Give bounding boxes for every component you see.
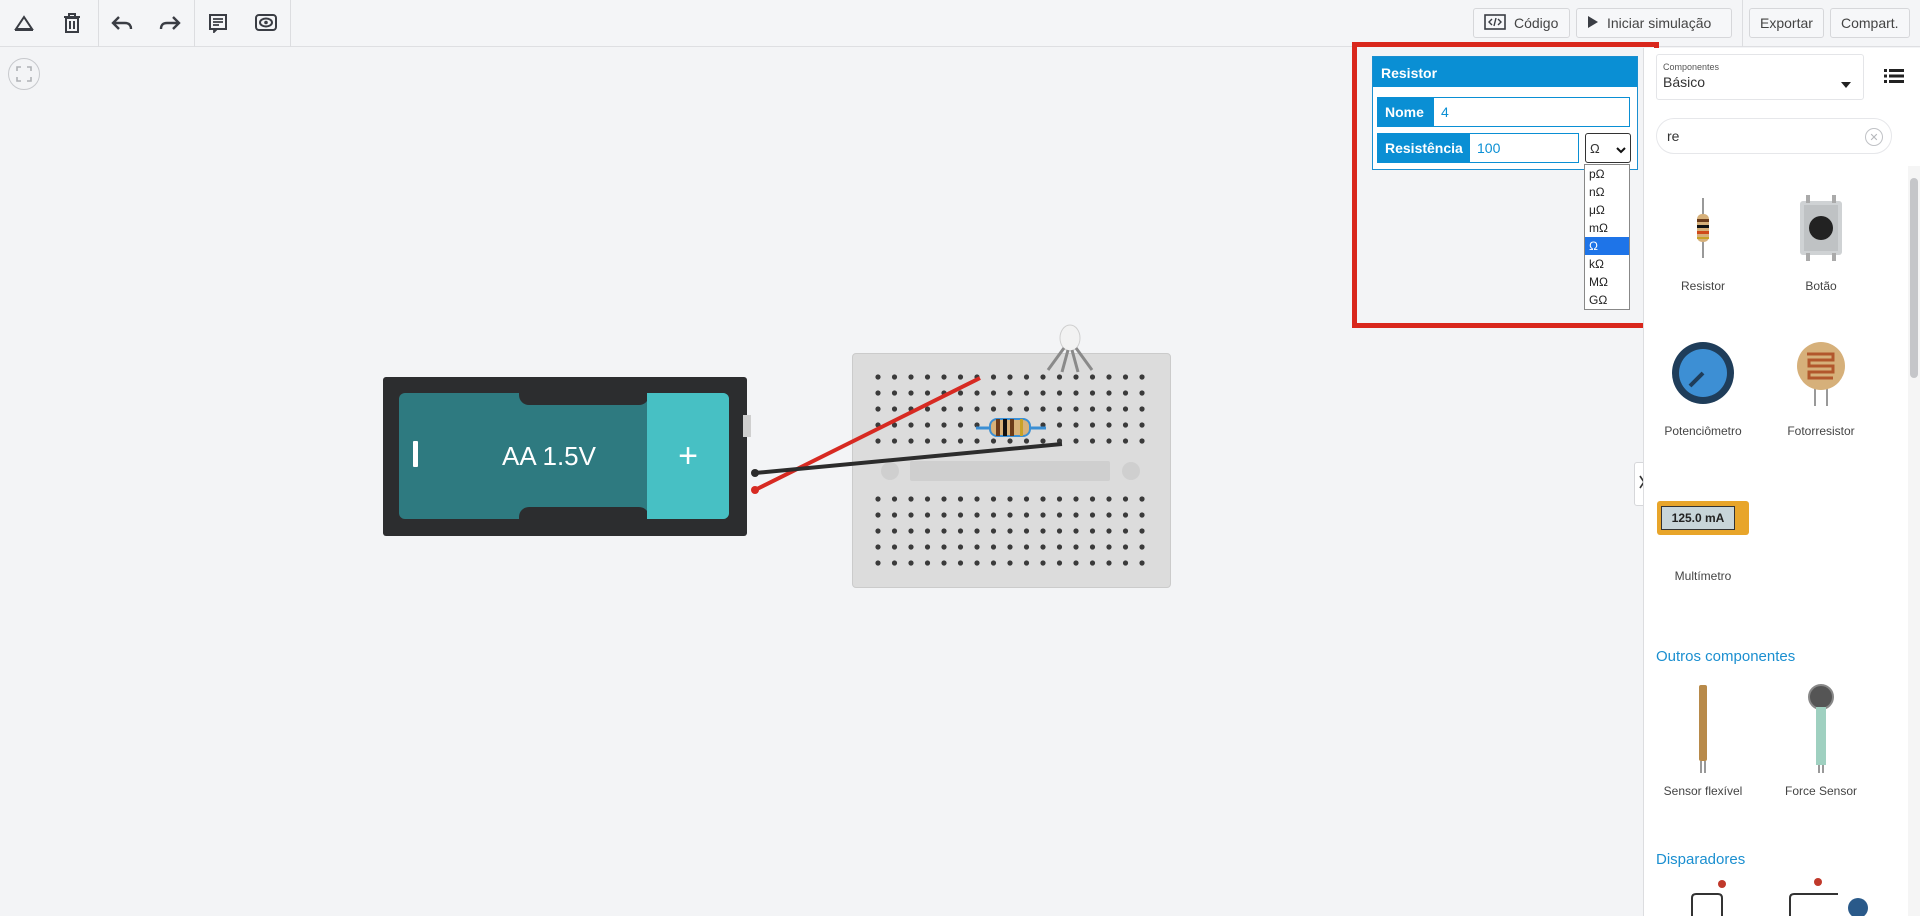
component-label: Fotorresistor (1787, 424, 1855, 438)
battery-notch (519, 507, 649, 519)
component-label: Sensor flexível (1663, 784, 1743, 798)
unit-option[interactable]: GΩ (1589, 293, 1608, 307)
notes-icon[interactable] (202, 8, 234, 38)
export-button[interactable]: Exportar (1749, 8, 1824, 38)
fit-view-icon[interactable] (8, 58, 40, 90)
circuit-canvas[interactable] (0, 48, 1643, 916)
toolbar-divider (290, 0, 291, 47)
visibility-icon[interactable] (250, 8, 282, 38)
name-label: Nome (1377, 97, 1433, 127)
pushbutton-icon (1766, 183, 1876, 273)
components-sidebar: Componentes Básico re ✕ Resistor Botão P… (1643, 48, 1920, 916)
breadboard[interactable] (852, 353, 1171, 588)
sidebar-scrollbar[interactable] (1908, 166, 1920, 916)
battery-body: AA 1.5V + (399, 393, 729, 519)
component-label: Multímetro (1674, 569, 1732, 583)
breadboard-holes (875, 374, 1145, 566)
component-force-sensor[interactable]: Force Sensor (1766, 678, 1876, 798)
share-button[interactable]: Compart. (1830, 8, 1910, 38)
trash-icon[interactable] (56, 8, 88, 38)
play-icon (1587, 15, 1599, 32)
scroll-thumb[interactable] (1910, 178, 1918, 378)
component-resistor[interactable]: Resistor (1648, 183, 1758, 293)
multimeter-display: 125.0 mA (1661, 506, 1735, 530)
unit-option[interactable]: MΩ (1589, 275, 1608, 289)
chevron-down-icon (1616, 142, 1626, 157)
component-flex-sensor[interactable]: Sensor flexível (1648, 678, 1758, 798)
list-view-icon[interactable] (1880, 62, 1908, 90)
resistance-input[interactable]: 100 (1469, 133, 1579, 163)
component-label: Resistor (1680, 279, 1725, 293)
components-category-select[interactable]: Componentes Básico (1656, 54, 1864, 100)
share-label: Compart. (1841, 15, 1899, 31)
multimeter-icon: 125.0 mA (1648, 473, 1758, 563)
toolbar-divider (98, 0, 99, 47)
code-button[interactable]: Código (1473, 8, 1570, 38)
category-caption: Componentes (1663, 62, 1720, 72)
redo-icon[interactable] (154, 8, 186, 38)
start-simulation-button[interactable]: Iniciar simulação (1576, 8, 1732, 38)
component-multimeter[interactable]: 125.0 mA Multímetro (1648, 473, 1758, 583)
name-input[interactable]: 4 (1433, 97, 1630, 127)
toolbar-divider (1742, 0, 1743, 47)
force-sensor-icon (1766, 678, 1876, 778)
clear-search-icon[interactable]: ✕ (1865, 128, 1883, 146)
code-icon (1484, 13, 1506, 33)
battery-label: AA 1.5V (502, 440, 596, 471)
led[interactable] (1046, 324, 1094, 373)
unit-option[interactable]: pΩ (1589, 167, 1605, 181)
unit-select[interactable]: Ω (1585, 133, 1631, 163)
section-other-components: Outros componentes (1656, 648, 1796, 665)
unit-option-selected[interactable]: Ω (1585, 237, 1629, 255)
name-row: Nome 4 (1377, 97, 1630, 127)
unit-option[interactable]: kΩ (1589, 257, 1604, 271)
properties-title: Resistor (1373, 57, 1637, 87)
section-triggers: Disparadores (1656, 851, 1746, 868)
rotate-icon[interactable] (8, 8, 40, 38)
battery-terminal (743, 415, 751, 437)
battery-holder[interactable]: AA 1.5V + (383, 377, 751, 536)
resistance-label: Resistência (1377, 133, 1469, 163)
export-label: Exportar (1760, 15, 1813, 31)
battery-plus-icon: + (647, 393, 729, 519)
potentiometer-icon (1648, 328, 1758, 418)
resistor-on-board[interactable] (976, 418, 1046, 437)
undo-icon[interactable] (106, 8, 138, 38)
start-simulation-label: Iniciar simulação (1607, 15, 1712, 31)
component-button[interactable]: Botão (1766, 183, 1876, 293)
resistor-properties-panel: Resistor Nome 4 Resistência 100 Ω (1372, 56, 1638, 170)
toolbar-divider (194, 0, 195, 47)
unit-option[interactable]: μΩ (1589, 203, 1605, 217)
battery-notch (519, 393, 649, 405)
black-wire[interactable] (754, 442, 1063, 475)
component-label: Botão (1805, 279, 1837, 293)
component-label: Potenciômetro (1664, 424, 1742, 438)
component-search-input[interactable]: re ✕ (1656, 118, 1892, 154)
code-label: Código (1514, 15, 1559, 31)
dropdown-arrow-icon (1841, 75, 1851, 93)
unit-dropdown-list: pΩ nΩ μΩ mΩ Ω kΩ MΩ GΩ (1584, 164, 1630, 310)
battery-minus-icon (413, 441, 418, 467)
unit-option[interactable]: mΩ (1589, 221, 1608, 235)
unit-selected: Ω (1590, 140, 1600, 156)
component-label: Force Sensor (1784, 784, 1858, 798)
resistance-row: Resistência 100 (1377, 133, 1579, 163)
photoresistor-icon (1766, 328, 1876, 418)
component-photoresistor[interactable]: Fotorresistor (1766, 328, 1876, 438)
trigger-components-preview (1688, 878, 1888, 916)
search-value: re (1667, 128, 1680, 144)
component-potentiometer[interactable]: Potenciômetro (1648, 328, 1758, 438)
category-value: Básico (1663, 74, 1706, 90)
top-toolbar: Código Iniciar simulação Exportar Compar… (0, 0, 1920, 47)
flex-sensor-icon (1648, 678, 1758, 778)
red-wire[interactable] (754, 376, 981, 492)
unit-option[interactable]: nΩ (1589, 185, 1605, 199)
resistor-icon (1648, 183, 1758, 273)
